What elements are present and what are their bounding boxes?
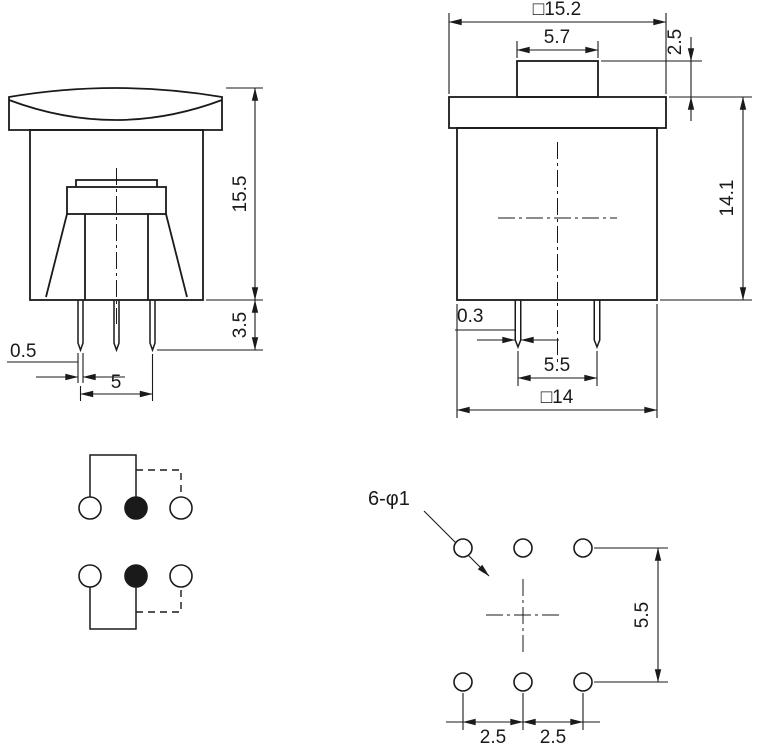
dim-row-pitch-label: 5.5 <box>632 602 653 628</box>
skirt-left-edge <box>45 213 68 298</box>
cap-outline <box>8 87 223 131</box>
dim-pin-width-label: 0.5 <box>10 341 36 362</box>
contact-terminal-common <box>124 564 148 588</box>
side-view-dimensions: 15.5 3.5 0.5 5 <box>7 87 263 401</box>
dim-cap-width-label: □15.2 <box>533 0 581 20</box>
pcb-hole-layout: 6-φ1 5.5 2.5 2.5 <box>368 488 668 747</box>
dim-body-width-label: □14 <box>541 387 574 408</box>
side-view <box>8 87 223 353</box>
contact-terminal <box>78 496 102 520</box>
plunger-head <box>66 186 167 215</box>
mounting-holes <box>453 538 593 692</box>
dim-plunger-height-label: 2.5 <box>665 29 686 55</box>
dim-pin-length-label: 3.5 <box>230 312 251 338</box>
mounting-hole <box>513 538 533 558</box>
contact-schematic <box>78 454 193 630</box>
front-view-dimensions: □15.2 5.7 2.5 14.1 0.3 5.5 □14 <box>448 0 752 418</box>
dim-front-pin-pitch-label: 5.5 <box>544 355 570 376</box>
bottom-solid-link <box>89 587 137 630</box>
mounting-hole <box>453 538 473 558</box>
mounting-hole <box>513 672 533 692</box>
bottom-dashed-link <box>136 588 182 613</box>
cap-lens-arc <box>8 99 223 121</box>
pin <box>514 300 522 350</box>
contact-terminal-common <box>124 496 148 520</box>
plunger-outline <box>516 60 599 98</box>
dim-plunger-width-label: 5.7 <box>544 27 570 48</box>
pin <box>593 300 601 350</box>
dim-total-height-label: 15.5 <box>230 176 251 213</box>
skirt-right-edge <box>165 213 188 298</box>
contact-terminal <box>78 564 102 588</box>
dim-col-pitch-1-label: 2.5 <box>480 727 506 747</box>
dim-col-pitch-2-label: 2.5 <box>540 727 566 747</box>
top-dashed-link <box>136 469 182 496</box>
front-view <box>448 60 667 362</box>
hole-callout-label: 6-φ1 <box>368 488 410 510</box>
mounting-hole <box>453 672 473 692</box>
pin <box>149 300 156 353</box>
contact-terminal <box>169 496 193 520</box>
mounting-hole <box>573 538 593 558</box>
pin <box>77 300 84 353</box>
dim-pin-pitch-label: 5 <box>111 372 122 393</box>
body-outline <box>29 129 204 301</box>
dim-body-height-label: 14.1 <box>717 180 738 217</box>
flange-outline <box>448 96 667 129</box>
pin <box>113 300 120 353</box>
body-outline <box>456 127 658 301</box>
dim-front-pin-width-label: 0.3 <box>457 306 483 327</box>
pins <box>77 300 156 353</box>
contact-terminal <box>169 564 193 588</box>
top-solid-link <box>89 454 137 497</box>
mounting-hole <box>573 672 593 692</box>
pins <box>514 300 601 350</box>
